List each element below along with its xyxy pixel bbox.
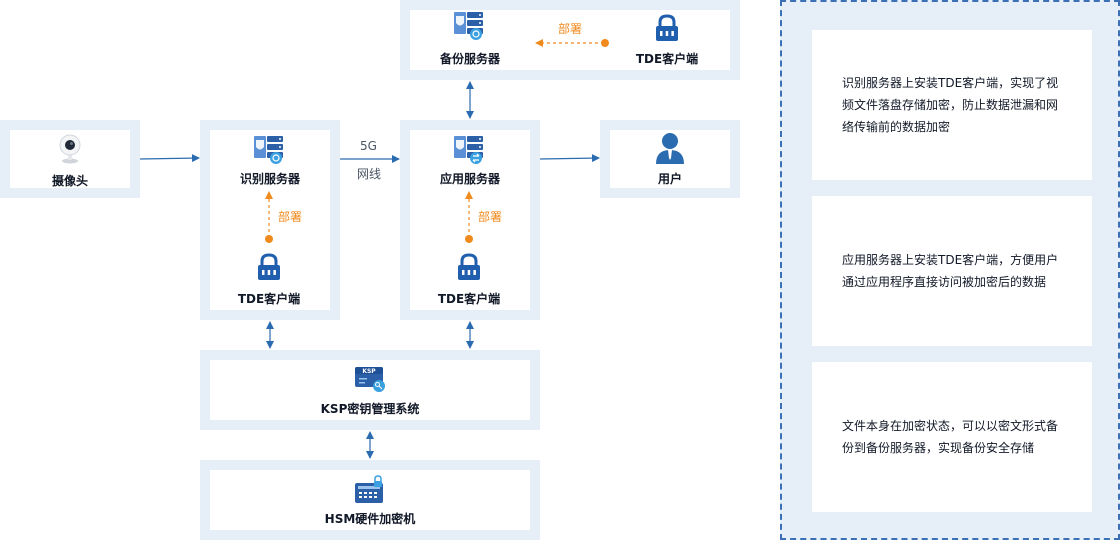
backup-server-label: 备份服务器 bbox=[439, 52, 501, 66]
tde-client-backup-label: TDE客户端 bbox=[635, 52, 699, 66]
network-5g-label: 5G bbox=[360, 139, 377, 153]
description-text-application: 应用服务器上安装TDE客户端，方便用户通过应用程序直接访问被加密后的数据 bbox=[842, 253, 1059, 289]
deploy-label-recognition: 部署 bbox=[278, 210, 303, 224]
network-cable-label: 网线 bbox=[357, 167, 382, 181]
hsm-hardware-icon bbox=[355, 475, 383, 503]
svg-text:KSP: KSP bbox=[362, 368, 376, 375]
tde-client-lock-icon-recognition bbox=[258, 253, 280, 280]
ksp-key-management-icon: KSP bbox=[355, 367, 385, 392]
description-text-recognition: 识别服务器上安装TDE客户端，实现了视频文件落盘存储加密，防止数据泄漏和网络传输… bbox=[842, 76, 1059, 134]
deploy-dot-recognition bbox=[265, 235, 273, 243]
tde-client-application-label: TDE客户端 bbox=[437, 292, 501, 306]
description-panel: 识别服务器上安装TDE客户端，实现了视频文件落盘存储加密，防止数据泄漏和网络传输… bbox=[780, 0, 1120, 540]
camera-box bbox=[0, 120, 140, 198]
user-label: 用户 bbox=[657, 172, 683, 186]
application-server-label: 应用服务器 bbox=[439, 172, 501, 186]
ksp-label: KSP密钥管理系统 bbox=[320, 402, 420, 416]
backup-server-icon bbox=[454, 12, 483, 40]
camera-icon bbox=[59, 134, 81, 164]
application-server-icon bbox=[454, 136, 483, 164]
user-icon bbox=[656, 133, 684, 164]
connector-layer bbox=[139, 39, 609, 459]
description-card-recognition: 识别服务器上安装TDE客户端，实现了视频文件落盘存储加密，防止数据泄漏和网络传输… bbox=[812, 30, 1092, 180]
deploy-label-application: 部署 bbox=[478, 210, 503, 224]
deploy-dot-application bbox=[465, 235, 473, 243]
tde-client-lock-icon-backup bbox=[656, 14, 678, 41]
description-text-backup: 文件本身在加密状态，可以以密文形式备份到备份服务器，实现备份安全存储 bbox=[842, 419, 1059, 455]
deploy-label-backup: 部署 bbox=[558, 22, 583, 36]
recognition-server-label: 识别服务器 bbox=[239, 172, 301, 186]
arrow-camera-to-recognition bbox=[139, 154, 200, 163]
arrow-application-to-user bbox=[539, 154, 600, 163]
camera-label: 摄像头 bbox=[51, 174, 89, 188]
ksp-box bbox=[200, 350, 540, 430]
tde-client-lock-icon-application bbox=[458, 253, 480, 280]
recognition-server-icon bbox=[254, 136, 283, 164]
description-card-application: 应用服务器上安装TDE客户端，方便用户通过应用程序直接访问被加密后的数据 bbox=[812, 196, 1092, 346]
deploy-dot-backup bbox=[601, 39, 609, 47]
description-card-backup: 文件本身在加密状态，可以以密文形式备份到备份服务器，实现备份安全存储 bbox=[812, 362, 1092, 512]
hsm-label: HSM硬件加密机 bbox=[324, 512, 416, 526]
tde-client-recognition-label: TDE客户端 bbox=[237, 292, 301, 306]
